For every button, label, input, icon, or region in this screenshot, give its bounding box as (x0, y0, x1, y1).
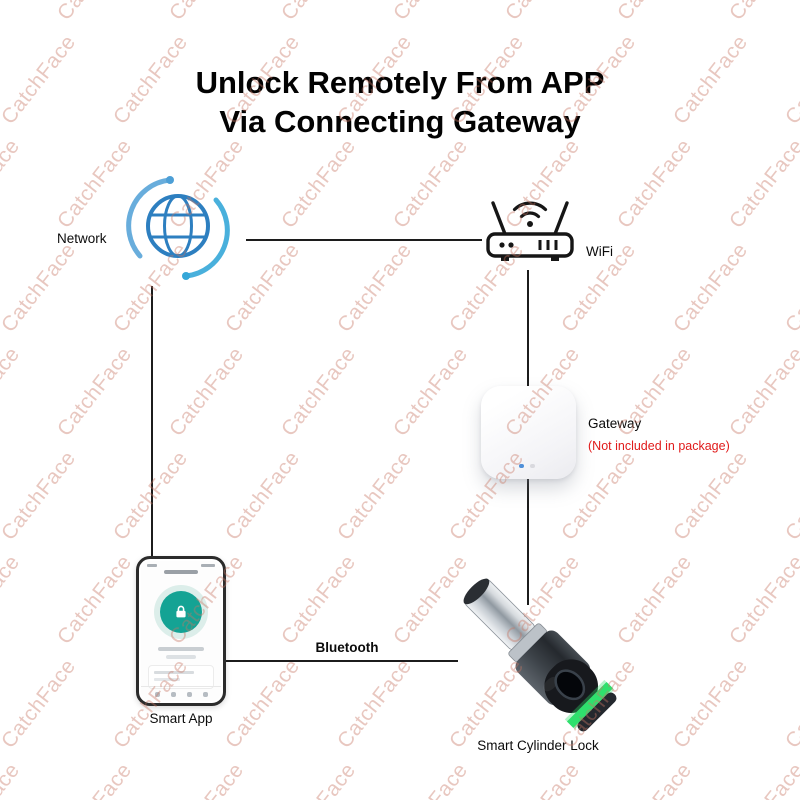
gateway-led-gray (530, 463, 535, 468)
watermark-text: CatchFace (668, 654, 753, 753)
watermark-text: CatchFace (724, 134, 800, 233)
gateway-note: (Not included in package) (588, 439, 730, 453)
watermark-text: CatchFace (388, 134, 473, 233)
lock-keyway-cap (463, 578, 490, 605)
connector-gateway-lock (527, 479, 529, 605)
watermark-text: CatchFace (52, 550, 137, 649)
watermark-text: CatchFace (164, 342, 249, 441)
watermark-text: CatchFace (220, 446, 305, 545)
watermark-text: CatchFace (724, 550, 800, 649)
watermark-text: CatchFace (613, 759, 697, 800)
gateway-label: Gateway (588, 416, 642, 431)
watermark-text: CatchFace (220, 654, 305, 753)
nav-icon (170, 691, 176, 697)
watermark-text: CatchFace (780, 654, 800, 753)
watermark-text: CatchFace (613, 0, 697, 25)
watermark-text: CatchFace (0, 342, 25, 441)
network-globe-icon (126, 176, 230, 280)
watermark-text: CatchFace (165, 0, 249, 25)
watermark-text: CatchFace (725, 0, 800, 25)
lock-glyph-icon (176, 605, 186, 618)
watermark-text: CatchFace (332, 654, 417, 753)
watermark-text: CatchFace (52, 342, 137, 441)
app-list-card (148, 665, 214, 689)
phone-app-header (164, 570, 198, 574)
smart-cylinder-lock-image (463, 578, 617, 732)
gateway-device (481, 386, 576, 479)
connector-network-wifi (246, 239, 482, 241)
watermark-text: CatchFace (388, 342, 473, 441)
nav-icon (154, 691, 160, 697)
watermark-text: CatchFace (332, 446, 417, 545)
watermark-text: CatchFace (0, 654, 81, 753)
watermark-text: CatchFace (668, 446, 753, 545)
nav-icon (186, 691, 192, 697)
app-text-bar (166, 655, 196, 659)
watermark-text: CatchFace (389, 0, 473, 25)
title-line-2: Via Connecting Gateway (219, 103, 581, 139)
watermark-text: CatchFace (612, 134, 697, 233)
phone-status-bar (147, 564, 215, 567)
phone-nav-bar (141, 686, 221, 701)
watermark-text: CatchFace (0, 759, 25, 800)
wifi-label: WiFi (586, 244, 613, 259)
fingerprint-sensor (554, 669, 586, 701)
watermark-text: CatchFace (389, 759, 473, 800)
watermark-text: CatchFace (276, 550, 361, 649)
phone-screen (141, 561, 221, 701)
watermark-text: CatchFace (0, 0, 25, 25)
watermark-text: CatchFace (277, 0, 361, 25)
smart-app-label: Smart App (149, 711, 213, 726)
app-lock-circle (160, 591, 202, 633)
watermark-text: CatchFace (53, 0, 137, 25)
bluetooth-label: Bluetooth (315, 640, 379, 655)
led-ring (566, 681, 613, 728)
smart-cylinder-lock-label: Smart Cylinder Lock (477, 738, 599, 753)
watermark-text: CatchFace (780, 238, 800, 337)
watermark-text: CatchFace (501, 759, 585, 800)
watermark-text: CatchFace (501, 0, 585, 25)
watermark-text: CatchFace (0, 134, 25, 233)
app-text-bar (158, 647, 204, 651)
watermark-text: CatchFace (780, 446, 800, 545)
watermark-text: CatchFace (53, 759, 137, 800)
nav-icon (202, 691, 208, 697)
wifi-router-icon (486, 201, 574, 261)
watermark-text: CatchFace (668, 238, 753, 337)
watermark-text: CatchFace (276, 134, 361, 233)
title-line-1: Unlock Remotely From APP (195, 64, 605, 100)
watermark-text: CatchFace (165, 759, 249, 800)
lock-base-cap (577, 692, 617, 732)
connector-smartapp-lock (226, 660, 458, 662)
watermark-text: CatchFace (277, 759, 361, 800)
smartphone (136, 556, 226, 706)
gateway-led-blue (519, 463, 524, 468)
watermark-text: CatchFace (276, 342, 361, 441)
app-lock-badge (154, 585, 208, 639)
watermark-text: CatchFace (0, 238, 81, 337)
watermark-text: CatchFace (724, 342, 800, 441)
network-label: Network (57, 231, 107, 246)
watermark-text: CatchFace (332, 238, 417, 337)
connector-network-smartapp (151, 286, 153, 557)
watermark-text: CatchFace (0, 550, 25, 649)
watermark-text: CatchFace (725, 759, 800, 800)
connector-wifi-gateway (527, 270, 529, 387)
watermark-text: CatchFace (0, 446, 81, 545)
